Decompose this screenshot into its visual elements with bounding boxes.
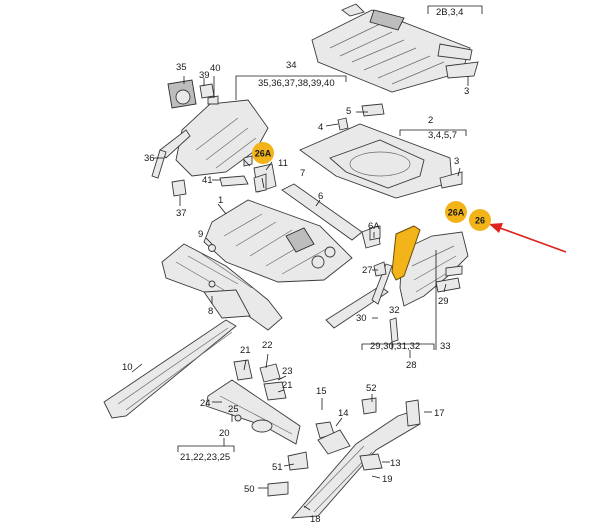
- badge-26a-left: 26A: [252, 142, 274, 164]
- main-floor-pan: [203, 199, 353, 283]
- label-21-22-23-25: 21,22,23,25: [180, 452, 230, 463]
- label-35-40: 35,36,37,38,39,40: [258, 78, 335, 89]
- part-labels: 2B,3,4 3 34 35,36,37,38,39,40 35 39 40 5…: [122, 7, 469, 525]
- rear-pillar-group: [325, 225, 469, 343]
- label-32: 32: [389, 305, 400, 316]
- label-15: 15: [316, 386, 327, 397]
- wheel-housing-left: [151, 79, 269, 197]
- label-4: 4: [318, 122, 323, 133]
- svg-text:26: 26: [475, 216, 485, 226]
- label-27: 27: [362, 265, 373, 276]
- svg-text:26A: 26A: [448, 208, 465, 218]
- label-1: 1: [218, 195, 223, 206]
- label-2: 2: [428, 115, 433, 126]
- label-33: 33: [440, 341, 451, 352]
- front-floor-panel: [161, 243, 283, 331]
- side-sill: [103, 319, 237, 419]
- label-5: 5: [346, 106, 351, 117]
- label-3-top: 3: [464, 86, 469, 97]
- label-41: 41: [202, 175, 213, 186]
- label-17: 17: [434, 408, 445, 419]
- svg-text:26A: 26A: [255, 149, 272, 159]
- label-34: 34: [286, 60, 297, 71]
- label-35: 35: [176, 62, 187, 73]
- label-29: 29: [438, 296, 449, 307]
- label-23: 23: [282, 366, 293, 377]
- label-13: 13: [390, 458, 401, 469]
- label-3-mid: 3: [454, 156, 459, 167]
- lower-cross-member: [205, 359, 301, 445]
- label-9: 9: [198, 229, 203, 240]
- label-14: 14: [338, 408, 349, 419]
- label-11: 11: [278, 158, 288, 169]
- label-36: 36: [144, 153, 155, 164]
- badge-26a-right: 26A: [445, 201, 467, 223]
- label-19: 19: [382, 474, 393, 485]
- label-3-4-5-7: 3,4,5,7: [428, 130, 457, 141]
- label-8: 8: [208, 306, 213, 317]
- spare-wheel-well: [299, 103, 463, 199]
- cross-member: [253, 163, 381, 249]
- leader-lines: [131, 5, 483, 511]
- label-6: 6: [318, 191, 323, 202]
- label-2b-3-4: 2B,3,4: [436, 7, 463, 18]
- label-24: 24: [200, 398, 211, 409]
- label-40: 40: [210, 63, 221, 74]
- label-21-b: 21: [282, 380, 293, 391]
- label-7: 7: [300, 168, 305, 179]
- label-21-a: 21: [240, 345, 251, 356]
- highlighted-pillar-part: [391, 225, 421, 281]
- label-29-30-31-32: 29,30,31,32: [370, 341, 420, 352]
- rear-floor-panel-top: [311, 3, 479, 93]
- badge-26: 26: [469, 209, 491, 231]
- pointer-arrow: [489, 223, 567, 253]
- label-50: 50: [244, 484, 255, 495]
- label-30: 30: [356, 313, 367, 324]
- label-25: 25: [228, 404, 239, 415]
- label-6a: 6A: [368, 221, 380, 232]
- label-39: 39: [199, 70, 210, 81]
- label-18: 18: [310, 514, 321, 525]
- label-52: 52: [366, 383, 377, 394]
- label-28: 28: [406, 360, 417, 371]
- label-10: 10: [122, 362, 133, 373]
- label-22: 22: [262, 340, 273, 351]
- label-37: 37: [176, 208, 187, 219]
- rear-longitudinal-member: [267, 397, 421, 519]
- label-20: 20: [219, 428, 230, 439]
- label-51: 51: [272, 462, 283, 473]
